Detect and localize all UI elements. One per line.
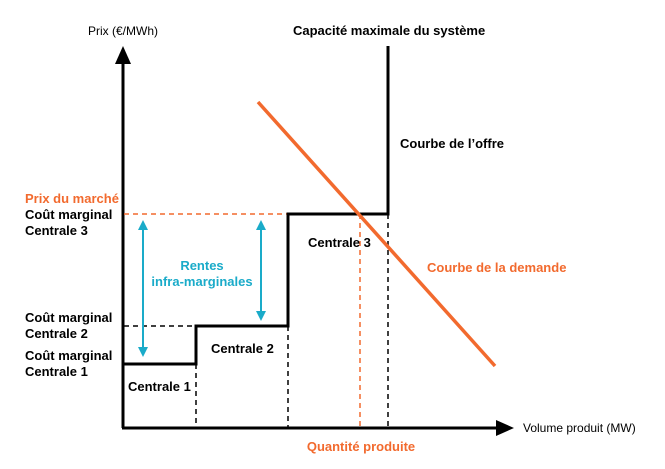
demand-curve xyxy=(256,100,497,368)
x-axis-label: Volume produit (MW) xyxy=(523,421,636,435)
y-axis-label: Prix (€/MWh) xyxy=(88,24,158,38)
orange-guides xyxy=(124,213,361,427)
quantity-label: Quantité produite xyxy=(307,439,415,454)
marginal-cost-2-line2: Centrale 2 xyxy=(25,326,88,341)
supply-curve xyxy=(123,46,390,366)
marginal-cost-2-line1: Coût marginal xyxy=(25,310,112,325)
y-axis-arrowhead xyxy=(115,46,131,64)
capacity-label: Capacité maximale du système xyxy=(293,23,485,38)
marginal-cost-1-line2: Centrale 1 xyxy=(25,364,88,379)
x-axis-arrowhead xyxy=(496,420,514,436)
rents-label-line1: Rentes xyxy=(180,258,223,273)
marginal-cost-3-line2: Centrale 3 xyxy=(25,223,88,238)
plant-3-label: Centrale 3 xyxy=(308,235,371,250)
marginal-cost-3-line1: Coût marginal xyxy=(25,207,112,222)
supply-curve-label: Courbe de l’offre xyxy=(400,136,504,151)
demand-curve-label: Courbe de la demande xyxy=(427,260,566,275)
market-price-label: Prix du marché xyxy=(25,191,119,206)
plant-1-label: Centrale 1 xyxy=(128,379,191,394)
rents-label-line2: infra-marginales xyxy=(151,274,252,289)
plant-2-label: Centrale 2 xyxy=(211,341,274,356)
axes xyxy=(115,46,514,436)
dashed-guides xyxy=(124,214,389,427)
marginal-cost-1-line1: Coût marginal xyxy=(25,348,112,363)
